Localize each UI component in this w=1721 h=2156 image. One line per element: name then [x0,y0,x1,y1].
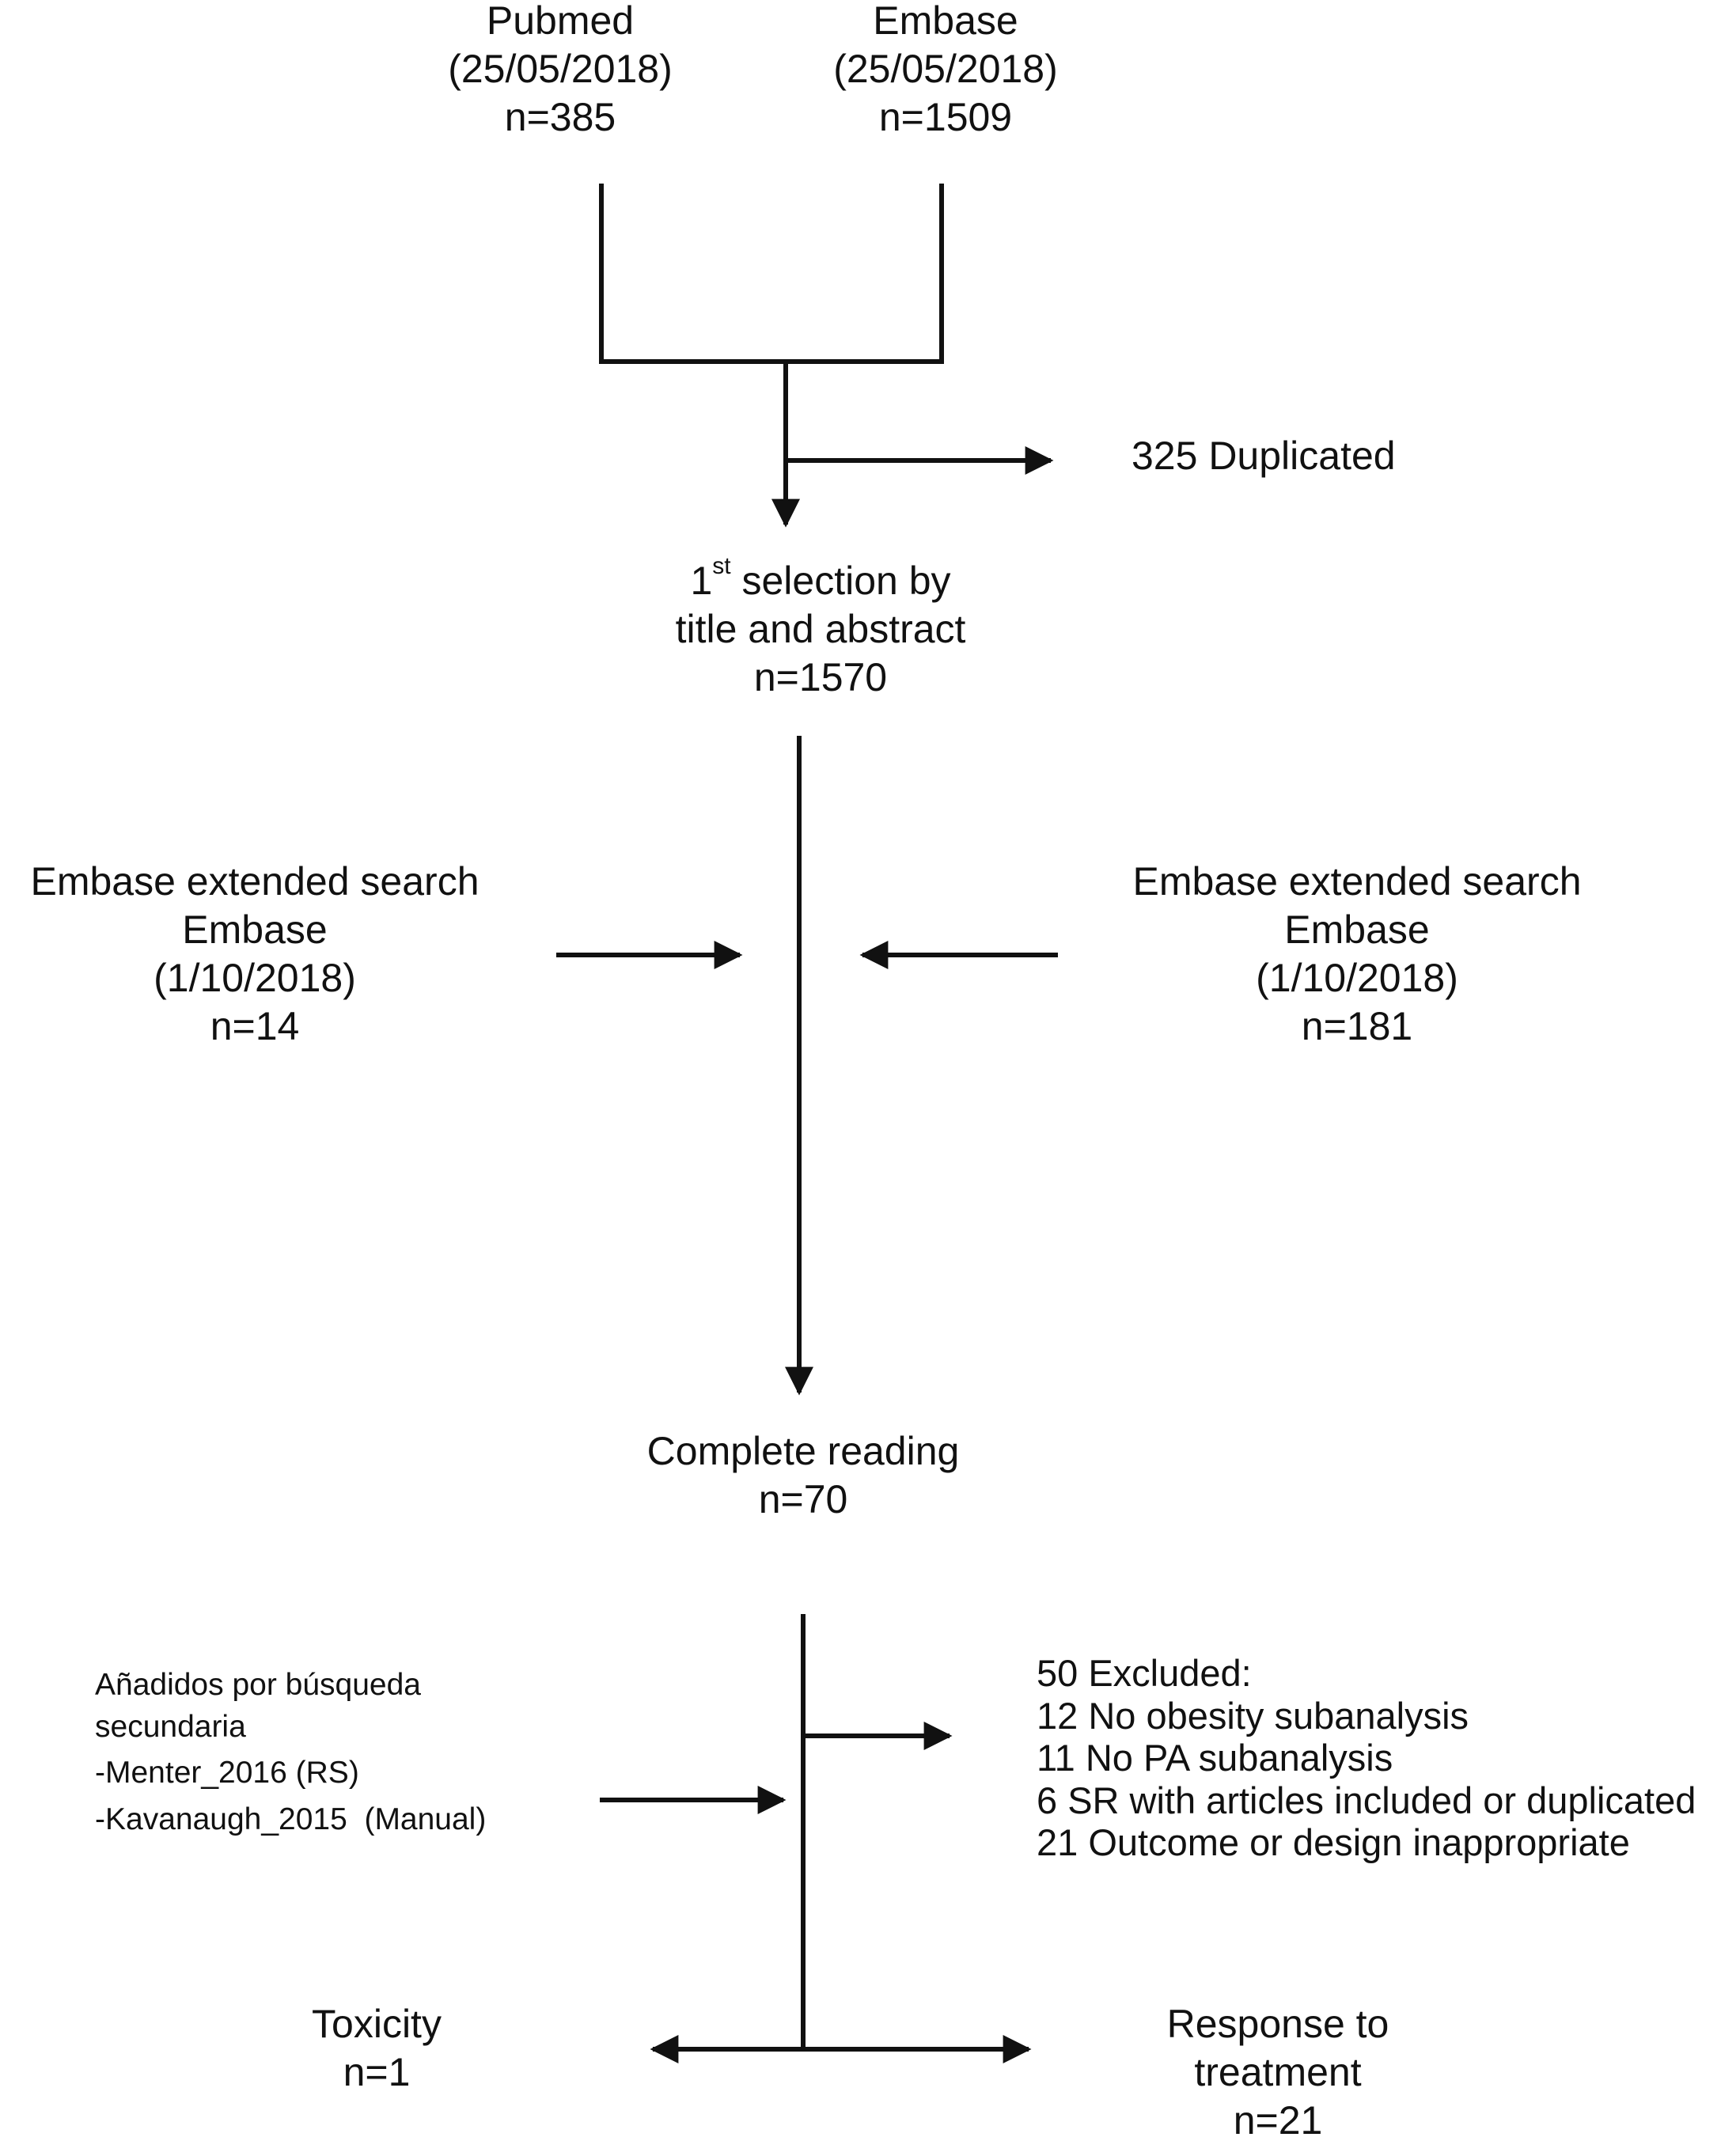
first-selection-n: n=1570 [753,655,888,699]
source-pubmed-n: n=385 [504,95,616,139]
toxicity-n: n=1 [343,2050,411,2094]
extended-search-left: Embase extended search Embase (1/10/2018… [0,858,516,1051]
response-line2: treatment [1194,2050,1362,2094]
secondary-search-line2: secundaria [95,1709,246,1744]
excluded-list: 50 Excluded: 12 No obesity subanalysis 1… [1037,1652,1696,1864]
secondary-search-item: -Kavanaugh_2015 (Manual) [95,1802,487,1836]
complete-reading: Complete reading n=70 [566,1427,1041,1524]
secondary-search-item: -Menter_2016 (RS) [95,1756,359,1790]
extended-left-line2: Embase [182,907,328,952]
complete-reading-label: Complete reading [646,1429,960,1473]
excluded-title: 50 Excluded: [1037,1652,1252,1694]
response-to-treatment: Response to treatment n=21 [1120,2000,1436,2145]
first-selection-superscript: st [712,553,731,579]
first-selection-line1-rest: selection by [730,559,951,603]
toxicity-label: Toxicity [312,2002,442,2046]
toxicity: Toxicity n=1 [218,2000,535,2097]
extended-left-date: (1/10/2018) [154,956,356,1000]
secondary-search-line1: Añadidos por búsqueda [95,1668,421,1702]
extended-left-line1: Embase extended search [30,859,480,904]
source-pubmed-date: (25/05/2018) [448,47,673,91]
source-pubmed-name: Pubmed [486,0,635,43]
source-embase-n: n=1509 [878,95,1013,139]
excluded-item: 11 No PA subanalysis [1037,1737,1393,1779]
extended-right-n: n=181 [1301,1004,1413,1048]
first-selection-line2: title and abstract [675,607,966,651]
extended-right-line1: Embase extended search [1132,859,1582,904]
source-embase-name: Embase [873,0,1018,43]
excluded-item: 21 Outcome or design inappropriate [1037,1821,1630,1864]
response-n: n=21 [1233,2098,1323,2143]
complete-reading-n: n=70 [758,1477,848,1521]
excluded-item: 12 No obesity subanalysis [1037,1694,1469,1737]
extended-right-date: (1/10/2018) [1256,956,1458,1000]
first-selection-line1: 1st selection by [583,553,1058,605]
excluded-item: 6 SR with articles included or duplicate… [1037,1779,1696,1821]
first-selection: 1st selection by title and abstract n=15… [583,553,1058,702]
response-line1: Response to [1166,2002,1389,2046]
extended-left-n: n=14 [210,1004,300,1048]
extended-search-right: Embase extended search Embase (1/10/2018… [1096,858,1618,1051]
secondary-search: Añadidos por búsqueda secundaria -Menter… [95,1665,486,1841]
extended-right-line2: Embase [1284,907,1430,952]
duplicated-label: 325 Duplicated [1132,434,1396,478]
source-embase-date: (25/05/2018) [833,47,1058,91]
source-pubmed: Pubmed (25/05/2018) n=385 [402,0,718,142]
first-selection-number: 1 [690,559,713,603]
source-embase: Embase (25/05/2018) n=1509 [787,0,1104,142]
